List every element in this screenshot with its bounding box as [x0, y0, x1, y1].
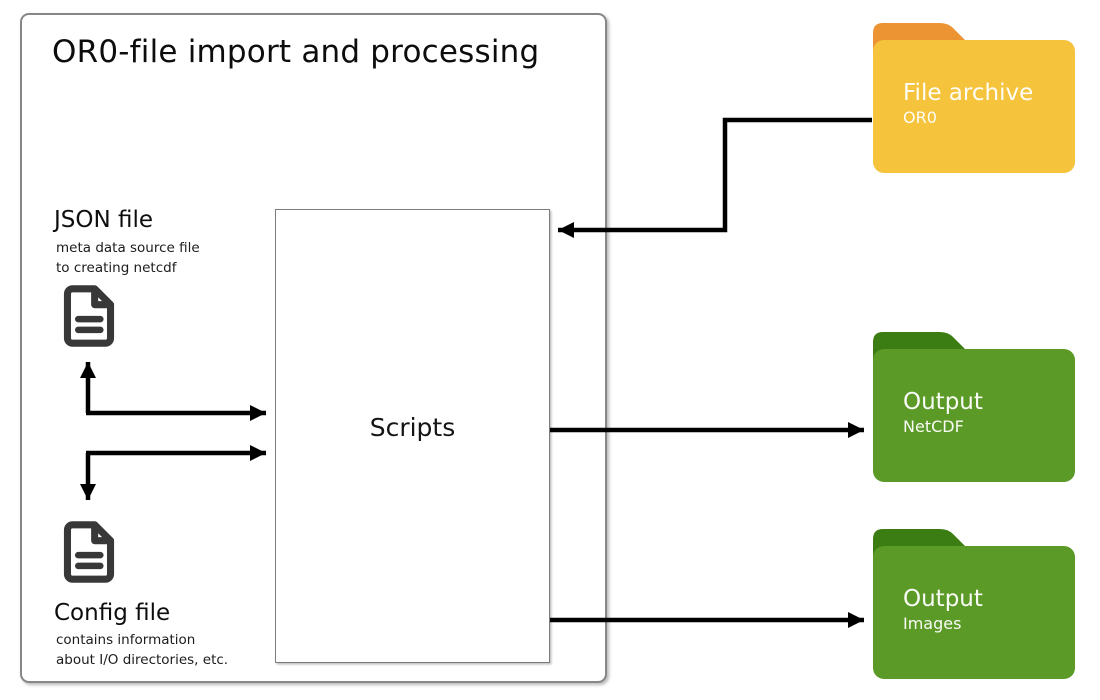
scripts-box: Scripts	[275, 209, 550, 663]
json-file-description-line1: meta data source file	[56, 240, 200, 256]
folder-output-netcdf: Output NetCDF	[870, 328, 1078, 484]
scripts-label: Scripts	[369, 412, 456, 442]
config-file-description: contains information about I/O directori…	[56, 630, 228, 671]
folder-title: File archive	[903, 80, 1034, 106]
page-title: OR0-file import and processing	[52, 34, 540, 70]
folder-title: Output	[903, 586, 983, 612]
folder-subtitle: NetCDF	[903, 416, 964, 436]
config-file-description-line1: contains information	[56, 632, 196, 648]
json-file-description: meta data source file to creating netcdf	[56, 238, 200, 279]
json-file-description-line2: to creating netcdf	[56, 260, 177, 277]
json-file-title: JSON file	[54, 207, 154, 233]
json-file-icon	[63, 285, 115, 347]
config-file-description-line2: about I/O directories, etc.	[56, 652, 229, 669]
folder-title: Output	[903, 389, 983, 415]
folder-subtitle: Images	[903, 613, 962, 633]
folder-icon	[873, 529, 1075, 679]
folder-icon	[873, 23, 1075, 173]
config-file-icon	[63, 521, 115, 583]
folder-output-images: Output Images	[870, 525, 1078, 681]
folder-subtitle: OR0	[903, 107, 937, 127]
folder-file-archive: File archive OR0	[870, 19, 1078, 175]
folder-icon	[873, 332, 1075, 482]
config-file-title: Config file	[54, 600, 171, 626]
